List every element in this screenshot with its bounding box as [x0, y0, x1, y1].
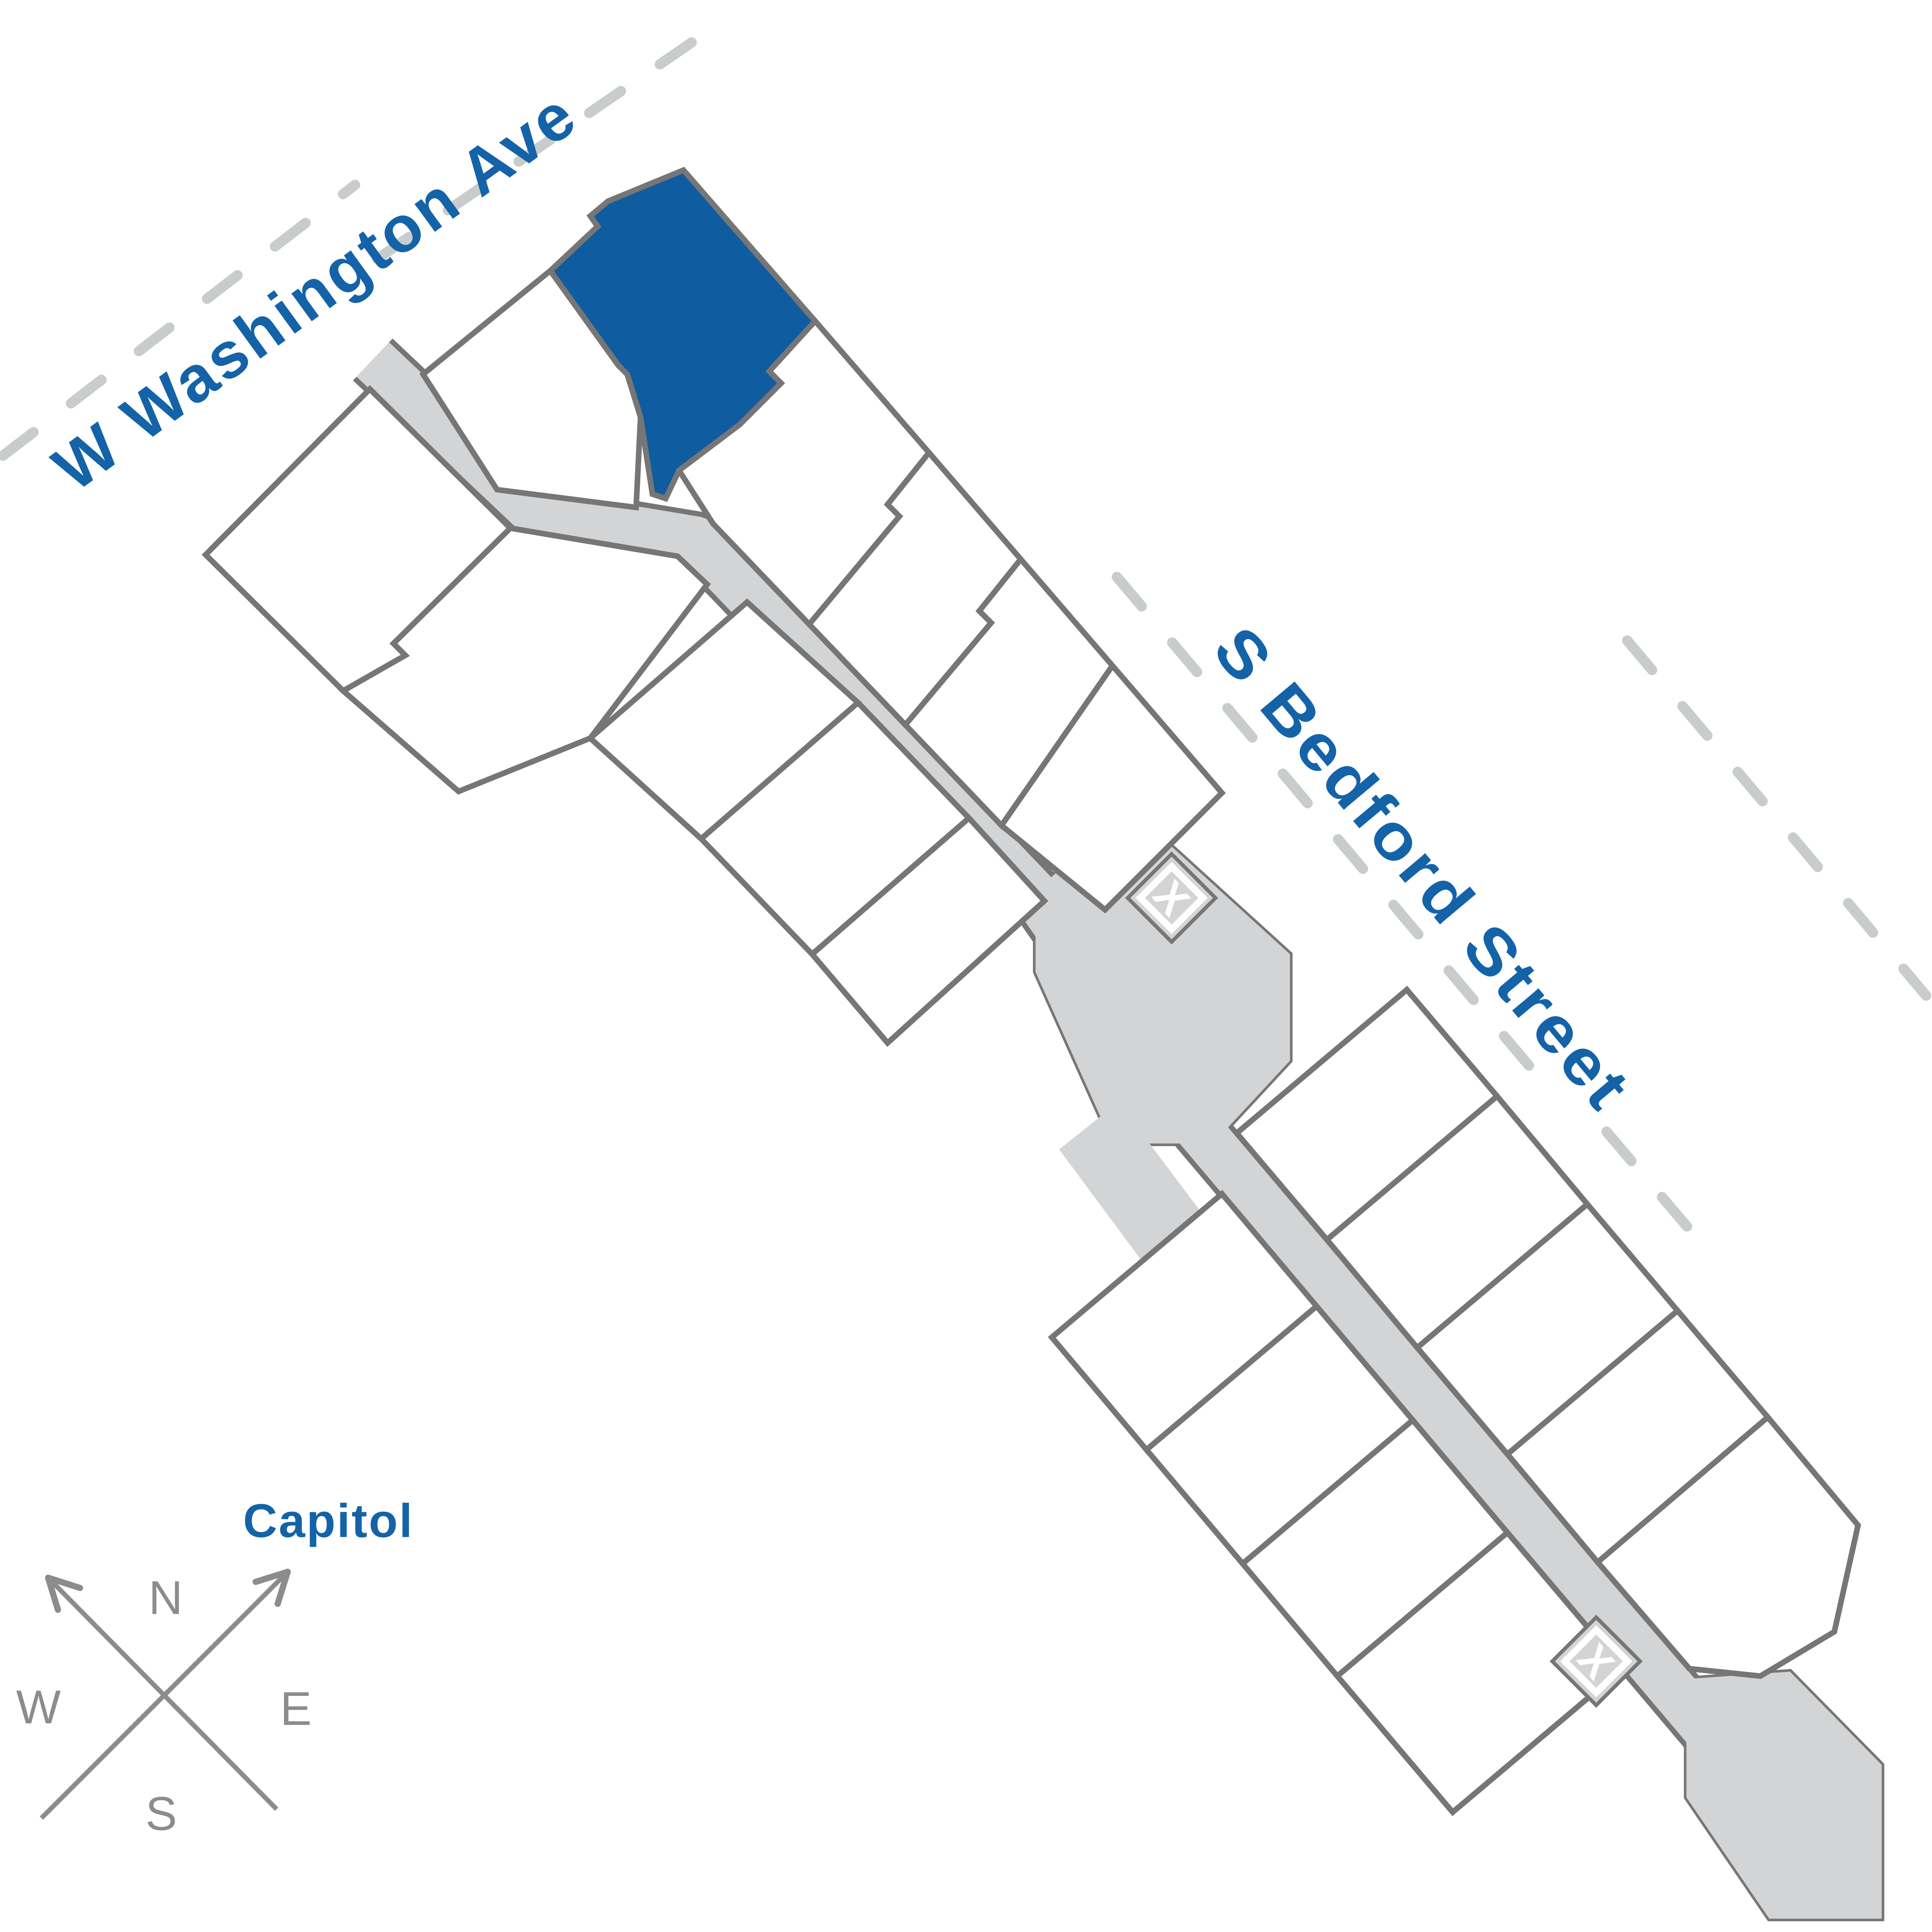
walkway-plaza-fill: [1686, 1672, 1882, 1919]
compass-letter-n: N: [149, 1571, 183, 1624]
x-marker: X: [1125, 851, 1218, 945]
compass-arrow-1: [45, 1575, 279, 1811]
x-marker-diamond: [1125, 851, 1218, 945]
street-dash-line-1: [1112, 571, 1560, 1102]
x-marker-ring: [1135, 862, 1208, 934]
compass-letter-s: S: [145, 1787, 177, 1840]
capitol-label: Capitol: [243, 1494, 414, 1547]
unit-a6[interactable]: [808, 814, 1049, 1047]
unit-d4[interactable]: [1333, 1529, 1627, 1816]
unit-b4[interactable]: [998, 661, 1226, 914]
x-marker-ring: [1560, 1625, 1633, 1697]
street-dash-line-1: [1622, 635, 1932, 1001]
x-marker: X: [1549, 1614, 1643, 1708]
compass-letter-w: W: [16, 1680, 61, 1733]
unit-c5[interactable]: [1594, 1413, 1861, 1679]
x-marker-diamond: [1549, 1614, 1643, 1708]
street-dash-line-0: [0, 180, 361, 461]
compass-letter-e: E: [280, 1682, 312, 1735]
street-dash-line-0: [372, 34, 701, 264]
compass-rose: N W E S Capitol: [16, 1494, 414, 1840]
street-dash-line-1: [1601, 1126, 1695, 1235]
highlighted-unit[interactable]: [546, 167, 819, 502]
unit-a3[interactable]: [338, 525, 711, 795]
